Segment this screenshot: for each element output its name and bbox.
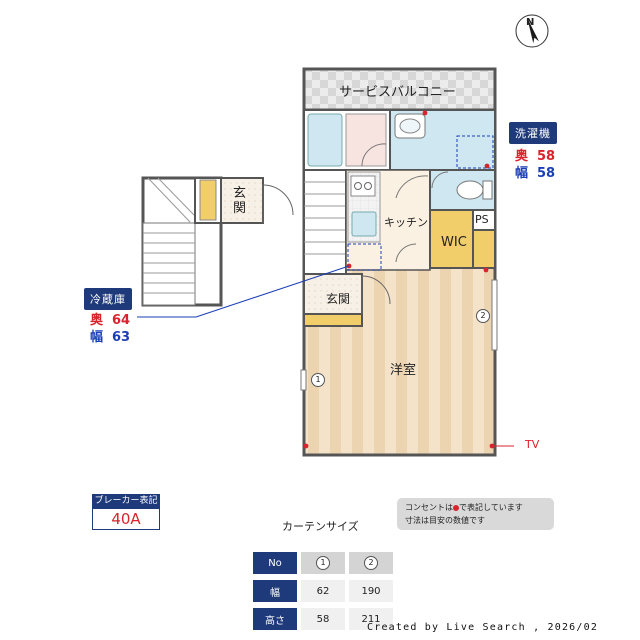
- curtain-no-2-marker: 2: [364, 556, 378, 570]
- curtain-height-2: 211: [349, 608, 393, 630]
- wic-area: [429, 209, 474, 269]
- fridge-depth-value: 64: [112, 313, 131, 328]
- washer-width-label: 幅: [515, 166, 529, 181]
- label-ps: PS: [475, 213, 489, 226]
- curtain-header-no: No: [253, 552, 297, 574]
- curtain-width-2: 190: [349, 580, 393, 602]
- fridge-width: 幅 63: [90, 326, 130, 345]
- label-genkan-lower: 玄関: [326, 292, 351, 306]
- fridge-depth: 奥 64: [90, 309, 130, 328]
- outlet-note-line2: 寸法は目安の数値です: [405, 516, 485, 525]
- fridge-depth-label: 奥: [90, 313, 104, 328]
- label-kitchen: キッチン: [384, 216, 428, 229]
- curtain-height-1: 58: [301, 608, 345, 630]
- window-marker-2: 2: [476, 309, 490, 323]
- curtain-no-1-marker: 1: [316, 556, 330, 570]
- label-wic: WIC: [441, 235, 467, 250]
- curtain-no-2: 2: [349, 552, 393, 574]
- wic-shelf: [472, 229, 496, 269]
- washer-width-value: 58: [537, 166, 556, 181]
- north-arrow-icon: [527, 17, 539, 44]
- washer-depth-value: 58: [537, 149, 556, 164]
- service-balcony: [302, 67, 497, 112]
- window-2: [491, 279, 498, 351]
- label-tv: TV: [525, 438, 540, 451]
- curtain-header-height: 高さ: [253, 608, 297, 630]
- compass: N: [514, 13, 550, 49]
- curtain-row-no: No 1 2: [253, 552, 393, 574]
- outlet-note-line1: コンセントはで表記しています: [405, 501, 546, 514]
- window-marker-1: 1: [311, 373, 325, 387]
- fridge-width-value: 63: [112, 330, 131, 345]
- curtain-row-width: 幅 62 190: [253, 580, 393, 602]
- label-western-room: 洋室: [390, 363, 417, 378]
- lower-entrance: [303, 273, 391, 327]
- label-service-balcony: サービスバルコニー: [339, 85, 456, 100]
- curtain-row-height: 高さ 58 211: [253, 608, 393, 630]
- toilet-room: [429, 169, 496, 211]
- curtain-table: No 1 2 幅 62 190 高さ 58 211: [249, 546, 397, 636]
- stair-unit: [141, 176, 294, 307]
- kitchen-area: [345, 169, 431, 271]
- breaker-label: ブレーカー表記: [92, 494, 160, 508]
- label-genkan-upper: 玄 関: [233, 186, 247, 216]
- outlet-note: コンセントはで表記しています 寸法は目安の数値です: [397, 498, 554, 530]
- curtain-width-1: 62: [301, 580, 345, 602]
- compass-north-label: N: [526, 17, 535, 28]
- washer-width: 幅 58: [515, 162, 555, 181]
- washer-tag: 洗濯機: [509, 122, 557, 144]
- outlet-dot-icon: [453, 504, 459, 511]
- washer-depth: 奥 58: [515, 145, 555, 164]
- curtain-title: カーテンサイズ: [282, 520, 359, 533]
- breaker-value: 40A: [92, 508, 160, 530]
- curtain-no-1: 1: [301, 552, 345, 574]
- inner-stair: [303, 169, 347, 275]
- curtain-header-width: 幅: [253, 580, 297, 602]
- credit-text: Created by Live Search , 2026/02: [367, 622, 599, 633]
- washer-depth-label: 奥: [515, 149, 529, 164]
- wet-area: [303, 109, 496, 171]
- fridge-tag: 冷蔵庫: [84, 288, 132, 310]
- fridge-width-label: 幅: [90, 330, 104, 345]
- outlet-note-pre: コンセントは: [405, 503, 453, 512]
- outlet-note-post: で表記しています: [459, 503, 523, 512]
- window-1: [300, 369, 307, 391]
